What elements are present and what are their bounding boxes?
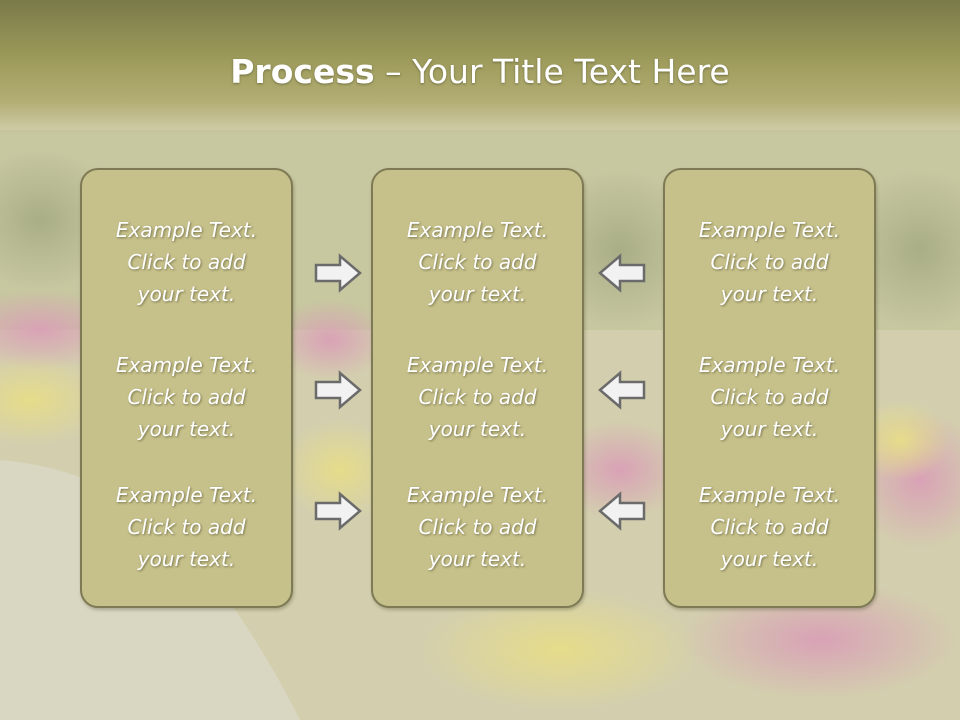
- text-line: your text.: [720, 282, 819, 306]
- panel-text-item[interactable]: Example Text. Click to add your text.: [665, 479, 874, 575]
- panel-text-item[interactable]: Example Text. Click to add your text.: [373, 479, 582, 575]
- slide-title[interactable]: Process – Your Title Text Here: [0, 52, 960, 91]
- arrow-left-icon: [598, 370, 646, 410]
- process-panel-right[interactable]: Example Text. Click to add your text. Ex…: [663, 168, 876, 608]
- panel-text-item[interactable]: Example Text. Click to add your text.: [82, 214, 291, 310]
- text-line: Click to add: [418, 385, 537, 409]
- text-line: Example Text.: [406, 353, 549, 377]
- panel-text-item[interactable]: Example Text. Click to add your text.: [82, 349, 291, 445]
- text-line: Example Text.: [115, 483, 258, 507]
- text-line: Example Text.: [115, 218, 258, 242]
- text-line: Click to add: [127, 385, 246, 409]
- panel-text-item[interactable]: Example Text. Click to add your text.: [82, 479, 291, 575]
- panel-text-item[interactable]: Example Text. Click to add your text.: [373, 349, 582, 445]
- text-line: your text.: [428, 547, 527, 571]
- text-line: your text.: [720, 417, 819, 441]
- text-line: Click to add: [710, 515, 829, 539]
- text-line: Click to add: [710, 385, 829, 409]
- arrow-right-icon: [314, 370, 362, 410]
- arrow-left-icon: [598, 253, 646, 293]
- process-panel-center[interactable]: Example Text. Click to add your text. Ex…: [371, 168, 584, 608]
- title-bar: [0, 0, 960, 135]
- arrow-right-icon: [314, 491, 362, 531]
- text-line: your text.: [137, 417, 236, 441]
- text-line: your text.: [137, 282, 236, 306]
- panel-text-item[interactable]: Example Text. Click to add your text.: [373, 214, 582, 310]
- panel-text-item[interactable]: Example Text. Click to add your text.: [665, 214, 874, 310]
- text-line: Click to add: [127, 515, 246, 539]
- text-line: your text.: [428, 282, 527, 306]
- text-line: Example Text.: [406, 483, 549, 507]
- text-line: Example Text.: [115, 353, 258, 377]
- text-line: Click to add: [418, 515, 537, 539]
- title-bold: Process: [230, 52, 375, 91]
- panel-text-item[interactable]: Example Text. Click to add your text.: [665, 349, 874, 445]
- text-line: Example Text.: [698, 353, 841, 377]
- process-panel-left[interactable]: Example Text. Click to add your text. Ex…: [80, 168, 293, 608]
- text-line: Click to add: [127, 250, 246, 274]
- arrow-right-icon: [314, 253, 362, 293]
- text-line: your text.: [428, 417, 527, 441]
- text-line: Click to add: [418, 250, 537, 274]
- arrow-left-icon: [598, 491, 646, 531]
- title-rest: – Your Title Text Here: [374, 52, 730, 91]
- text-line: Example Text.: [698, 218, 841, 242]
- text-line: your text.: [720, 547, 819, 571]
- text-line: Click to add: [710, 250, 829, 274]
- text-line: Example Text.: [406, 218, 549, 242]
- text-line: Example Text.: [698, 483, 841, 507]
- text-line: your text.: [137, 547, 236, 571]
